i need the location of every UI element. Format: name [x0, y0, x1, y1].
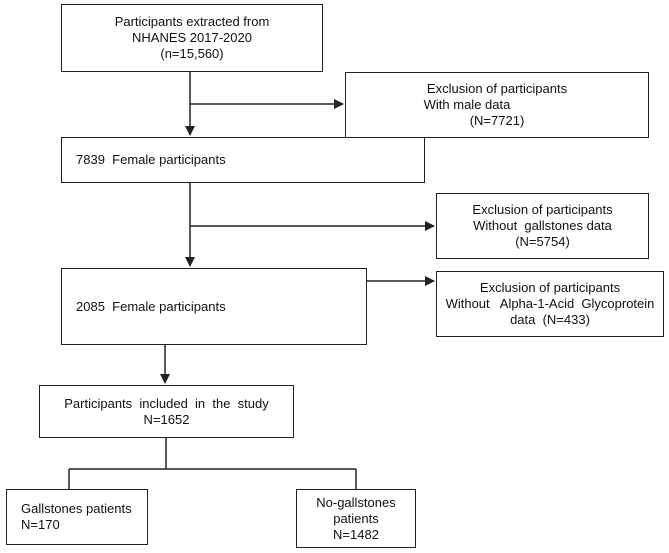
box-participants-extracted: Participants extracted from NHANES 2017-… [61, 4, 323, 72]
box-exclusion-glycoprotein: Exclusion of participants Without Alpha-… [436, 271, 664, 337]
box-line: Gallstones patients [21, 501, 132, 516]
box-line: Without gallstones data [473, 218, 612, 233]
box-exclusion-male: Exclusion of participants With male data… [345, 72, 649, 138]
box-line: With male data [423, 97, 511, 112]
box-female-7839: 7839 Female participants [61, 137, 425, 183]
box-line: (n=15,560) [160, 46, 224, 61]
box-line: Exclusion of participants [479, 280, 621, 295]
box-line: 7839 Female participants [76, 152, 226, 167]
box-line: Exclusion of participants [472, 202, 613, 217]
box-line: N=1482 [333, 526, 379, 542]
box-line: Without Alpha-1-Acid Glycoprotein [445, 296, 655, 311]
box-exclusion-gallstones: Exclusion of participants Without gallst… [436, 193, 649, 259]
box-line: Exclusion of participants [426, 81, 568, 96]
box-line: 2085 Female participants [76, 298, 226, 314]
box-participants-included: Participants included in the study N=165… [39, 385, 294, 438]
box-line: N=1652 [143, 411, 190, 427]
box-line: patients [333, 510, 379, 526]
box-gallstones-patients: Gallstones patients N=170 [6, 489, 148, 545]
box-line: NHANES 2017-2020 [132, 30, 252, 45]
box-line: No-gallstones [316, 494, 396, 510]
box-female-2085: 2085 Female participants [61, 268, 367, 345]
box-line: N=170 [21, 517, 60, 532]
box-line: (N=5754) [515, 234, 570, 249]
box-line: Participants extracted from [114, 14, 270, 29]
box-line: (N=7721) [469, 113, 525, 128]
box-line: data (N=433) [510, 312, 590, 327]
box-line: Participants included in the study [64, 395, 269, 411]
box-no-gallstones-patients: No-gallstones patients N=1482 [296, 489, 416, 548]
